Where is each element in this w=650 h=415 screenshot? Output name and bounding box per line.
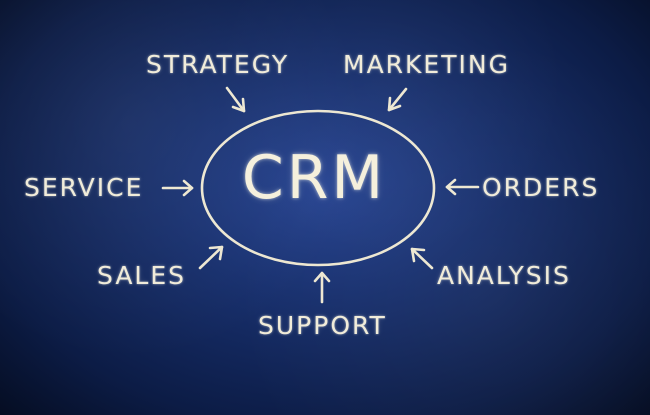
arrow-icon <box>387 87 408 112</box>
label-sales: SALES <box>97 261 187 290</box>
arrow-icon <box>161 179 194 197</box>
arrow-icon <box>445 178 480 196</box>
arrow-icon <box>225 86 246 113</box>
arrow-icon <box>410 247 434 270</box>
label-marketing: MARKETING <box>343 50 510 79</box>
label-analysis: ANALYSIS <box>437 261 571 290</box>
crm-title: CRM <box>241 143 387 213</box>
label-strategy: STRATEGY <box>146 50 290 79</box>
crm-ellipse <box>200 109 436 267</box>
label-orders: ORDERS <box>482 173 600 202</box>
arrow-icon <box>198 245 224 270</box>
label-service: SERVICE <box>24 173 144 202</box>
arrow-icon <box>313 271 331 304</box>
label-support: SUPPORT <box>258 311 387 340</box>
